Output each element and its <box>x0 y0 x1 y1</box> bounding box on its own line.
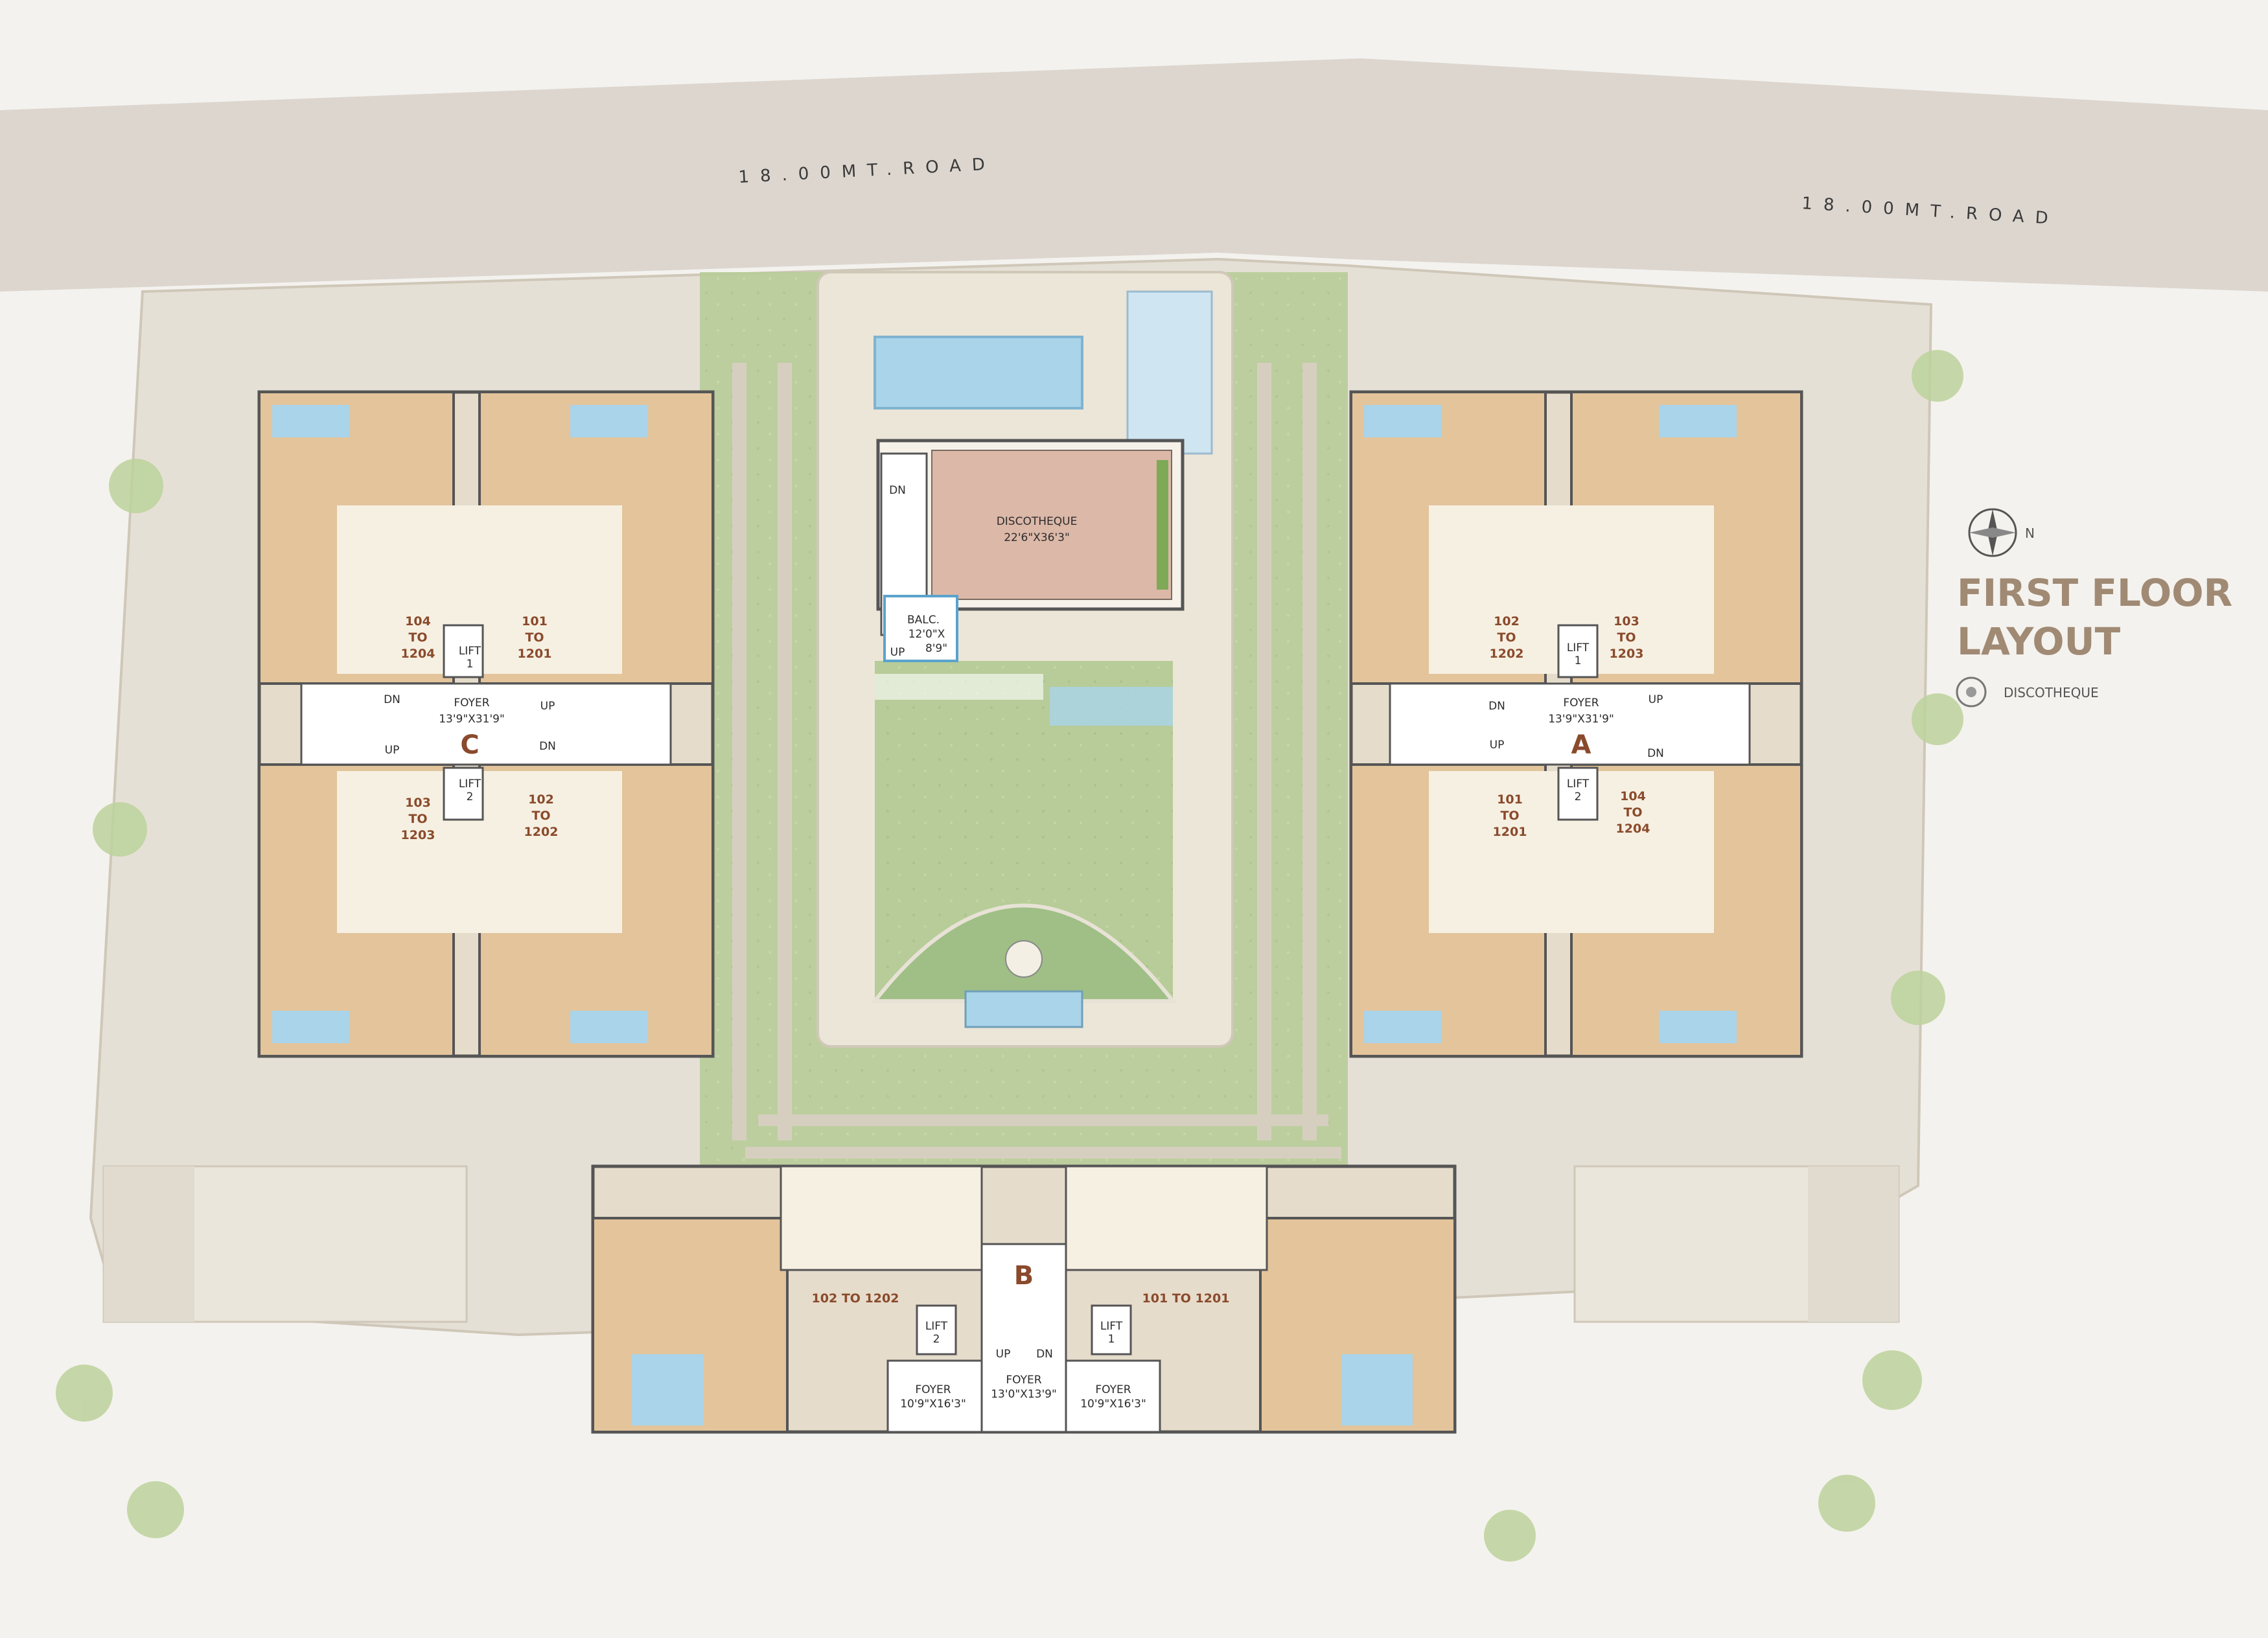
tower-a-lift-2-num: 2 <box>1575 790 1582 803</box>
tower-c-lift-1: LIFT <box>459 645 481 658</box>
discotheque-up-label: UP <box>890 646 905 659</box>
tower-c-unit-2-end: 1201 <box>518 647 552 661</box>
tower-c-dn-bottom: DN <box>539 740 556 753</box>
tower-a-unit-1-to: TO <box>1497 630 1516 645</box>
tower-b-lift-1: LIFT <box>1100 1320 1123 1333</box>
tower-b-foyer-left: FOYER <box>915 1383 951 1396</box>
tower-c-lift-1-num: 1 <box>467 658 474 671</box>
discotheque-legend-label: DISCOTHEQUE <box>2004 685 2099 700</box>
discotheque-building <box>876 439 1185 662</box>
tower-c <box>257 390 715 1058</box>
tower-a-unit-4-num: 104 <box>1620 789 1646 803</box>
tower-a-up-bottom: UP <box>1490 739 1505 752</box>
tower-a-unit-4-end: 1204 <box>1616 822 1650 836</box>
tower-a-lift-1: LIFT <box>1567 641 1590 654</box>
compass-icon <box>1968 508 2017 557</box>
discotheque-balcony-size-1: 12'0"X <box>908 628 945 641</box>
discotheque-balcony-label: BALC. <box>907 614 940 627</box>
tower-b-foyer-mid: FOYER <box>1006 1374 1041 1387</box>
tower-a-foyer-size: 13'9"X31'9" <box>1548 713 1614 726</box>
tower-b-lift-2-num: 2 <box>933 1333 940 1346</box>
discotheque-size: 22'6"X36'3" <box>1004 531 1070 544</box>
compass-label: N <box>2025 525 2035 541</box>
parking-left <box>102 1165 468 1323</box>
discotheque-legend-icon <box>1956 676 1987 708</box>
amenity-area <box>816 271 1234 1048</box>
tower-c-unit-3-to: TO <box>408 812 427 826</box>
tower-c-unit-3-num: 103 <box>405 796 431 810</box>
tower-c-lift-2: LIFT <box>459 778 481 790</box>
discotheque-label: DISCOTHEQUE <box>997 515 1078 528</box>
tower-b-foyer-mid-size: 13'0"X13'9" <box>991 1388 1057 1401</box>
tower-c-unit-4-num: 102 <box>528 792 554 807</box>
tower-c-unit-2-num: 101 <box>522 614 548 629</box>
tower-a-unit-3-num: 101 <box>1497 792 1523 807</box>
parking-right <box>1573 1165 1900 1323</box>
tower-a-up-top: UP <box>1649 693 1663 706</box>
tower-c-up-bottom: UP <box>385 744 400 757</box>
title-line-1: FIRST FLOOR <box>1957 571 2232 615</box>
tower-a-unit-1-end: 1202 <box>1490 647 1524 661</box>
tower-b-foyer-right: FOYER <box>1095 1383 1131 1396</box>
tower-c-unit-1-num: 104 <box>405 614 431 629</box>
tower-b-lift-1-num: 1 <box>1108 1333 1115 1346</box>
tower-a-dn-bottom: DN <box>1647 747 1664 760</box>
tower-b-lift-2: LIFT <box>925 1320 948 1333</box>
tower-b-foyer-left-size: 10'9"X16'3" <box>900 1398 966 1411</box>
tower-c-unit-4-to: TO <box>531 809 550 823</box>
title-line-2: LAYOUT <box>1957 619 2121 663</box>
tower-a-unit-3-to: TO <box>1500 809 1519 823</box>
tower-c-unit-1-end: 1204 <box>401 647 435 661</box>
tower-a-lift-2: LIFT <box>1567 778 1590 790</box>
tower-b-dn: DN <box>1036 1348 1053 1361</box>
tower-b-letter: B <box>1014 1261 1034 1291</box>
trees <box>56 350 1963 1562</box>
tower-a <box>1349 390 1803 1058</box>
tower-b-foyer-right-size: 10'9"X16'3" <box>1080 1398 1146 1411</box>
tower-a-unit-2-to: TO <box>1617 630 1636 645</box>
tower-c-unit-3-end: 1203 <box>401 828 435 842</box>
discotheque-dn-label: DN <box>889 484 906 497</box>
tower-c-unit-2-to: TO <box>525 630 544 645</box>
tower-c-dn-top: DN <box>384 693 400 706</box>
tower-a-lift-1-num: 1 <box>1575 654 1582 667</box>
tower-c-unit-1-to: TO <box>408 630 427 645</box>
tower-c-foyer-size: 13'9"X31'9" <box>439 713 505 726</box>
tower-a-foyer: FOYER <box>1563 697 1599 709</box>
tower-c-foyer: FOYER <box>454 697 489 709</box>
tower-b-up: UP <box>996 1348 1011 1361</box>
tower-a-unit-2-num: 103 <box>1614 614 1639 629</box>
tower-b-unit-left: 102 TO 1202 <box>812 1291 899 1306</box>
tower-b-unit-right: 101 TO 1201 <box>1142 1291 1230 1306</box>
road <box>0 58 2268 292</box>
tower-c-lift-2-num: 2 <box>467 790 474 803</box>
tower-c-up-top: UP <box>540 700 555 713</box>
tower-a-dn-top: DN <box>1488 700 1505 713</box>
tower-b <box>591 1164 1457 1434</box>
tower-a-unit-2-end: 1203 <box>1610 647 1644 661</box>
tower-a-unit-1-num: 102 <box>1494 614 1520 629</box>
tower-a-letter: A <box>1571 730 1591 760</box>
tower-c-unit-4-end: 1202 <box>524 825 559 839</box>
discotheque-balcony-size-2: 8'9" <box>925 642 947 655</box>
tower-a-unit-3-end: 1201 <box>1493 825 1527 839</box>
tower-c-letter: C <box>460 730 479 760</box>
tower-a-unit-4-to: TO <box>1623 805 1642 820</box>
